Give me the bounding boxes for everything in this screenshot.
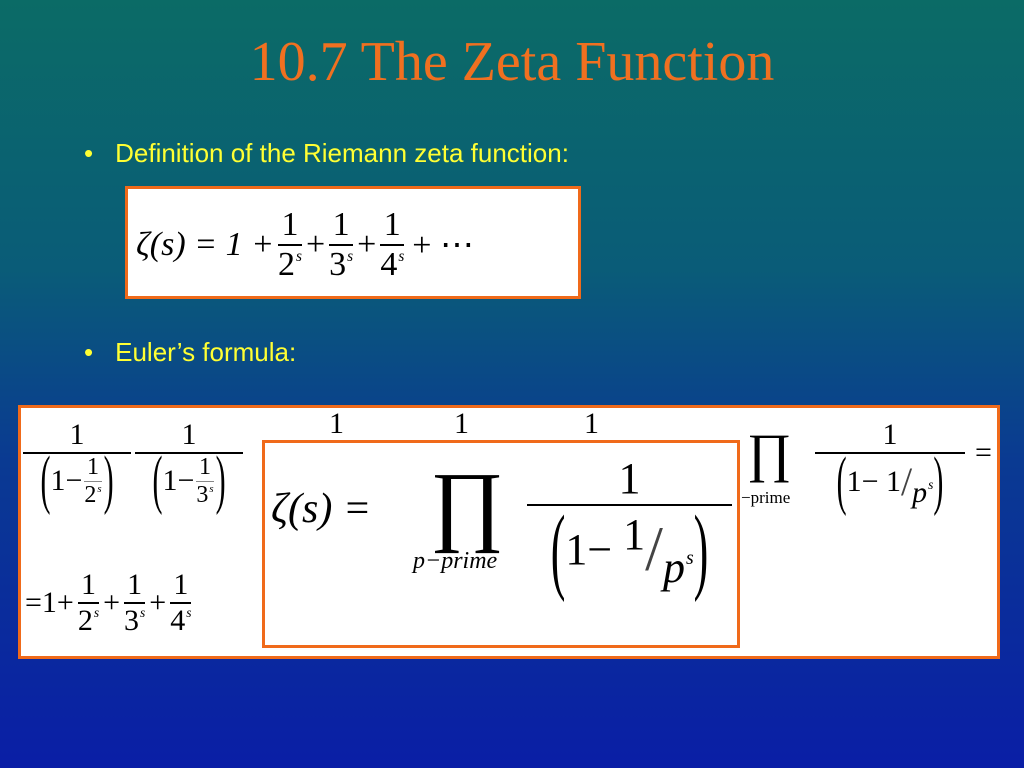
bullet-euler: • Euler’s formula: bbox=[84, 337, 296, 368]
product-subscript: −prime bbox=[741, 488, 791, 507]
highlight-formula-box: ζ(s) = ∏ p−prime 1 (1− 1/ps) bbox=[262, 440, 740, 648]
product-symbol: ∏ bbox=[747, 423, 792, 483]
plus: + bbox=[357, 226, 377, 263]
plus: + bbox=[305, 226, 326, 263]
hidden-numerator: 1 bbox=[584, 407, 599, 440]
bullet-icon: • bbox=[84, 337, 94, 367]
lhs: ζ(s) = 1 + bbox=[136, 226, 275, 263]
bullet-icon: • bbox=[84, 138, 94, 168]
euler-general-term: 1 (1− 1/ps) = bbox=[811, 418, 992, 517]
bullet-definition: • Definition of the Riemann zeta functio… bbox=[84, 138, 569, 169]
hidden-numerator: 1 bbox=[329, 407, 344, 440]
ellipsis: + ⋯ bbox=[412, 227, 474, 264]
product-symbol: ∏ bbox=[430, 455, 505, 554]
bullet-text: Definition of the Riemann zeta function: bbox=[115, 138, 569, 168]
euler-general-term: 1 (1− 1/ps) bbox=[523, 453, 736, 603]
slide-title: 10.7 The Zeta Function bbox=[249, 31, 775, 93]
zeta-lhs: ζ(s) = bbox=[271, 486, 372, 532]
product-subscript: p−prime bbox=[413, 548, 498, 574]
bullet-text: Euler’s formula: bbox=[115, 337, 297, 367]
hidden-numerator: 1 bbox=[454, 407, 469, 440]
